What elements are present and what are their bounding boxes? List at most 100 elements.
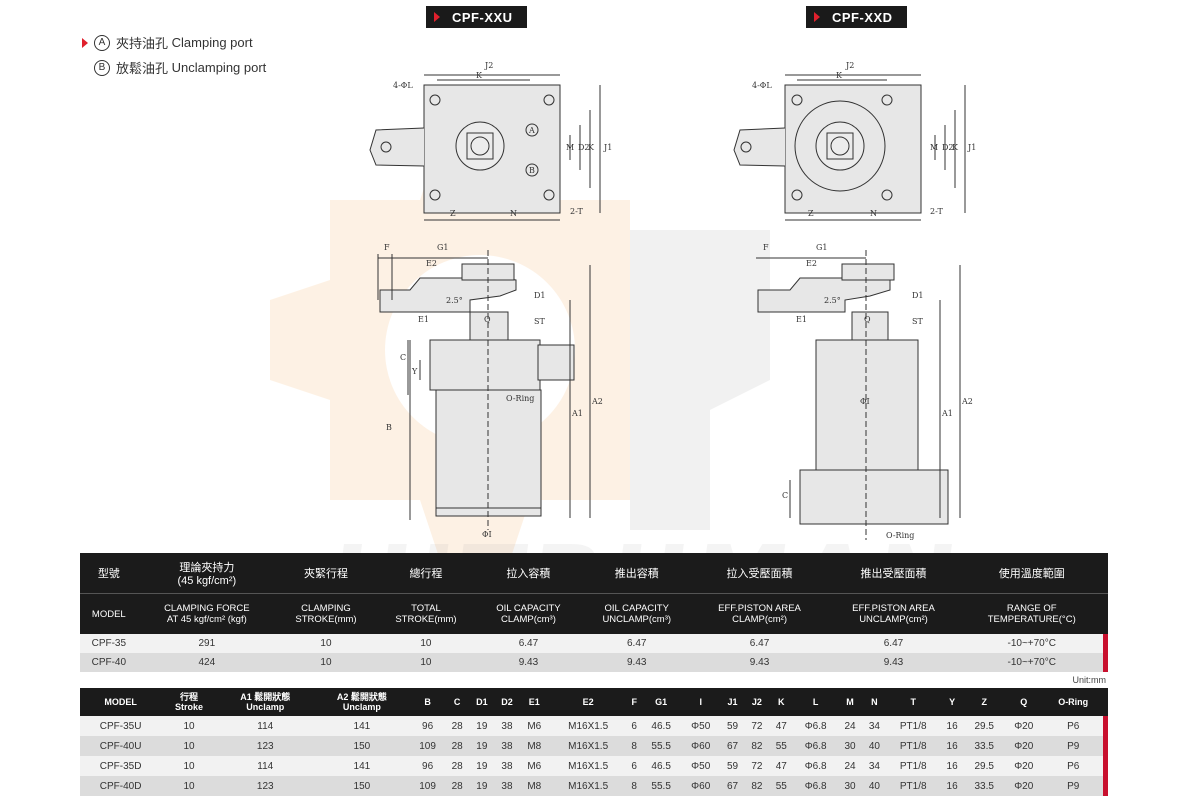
header-cell: D2 [494, 688, 520, 716]
dim-label: E2 [426, 259, 437, 268]
dim-label: K [836, 71, 843, 80]
header-cell: I [681, 688, 721, 716]
table-cell: M8 [519, 776, 550, 796]
header-cell: E2 [549, 688, 628, 716]
table-cell: 6.47 [692, 634, 827, 653]
table-cell: P6 [1043, 756, 1103, 776]
header-cell: 總行程 [375, 553, 476, 594]
dim-label: 2-T [930, 207, 944, 216]
table-cell: Φ20 [1004, 756, 1044, 776]
header-cell: 拉入容積 [475, 553, 581, 594]
table-cell: 67 [720, 736, 745, 756]
model-title-right: CPF-XXD [806, 6, 907, 28]
dim-label: F [384, 243, 390, 252]
header-accent-cell [1103, 553, 1108, 594]
table-cell: 10 [161, 776, 217, 796]
table-cell: 19 [469, 756, 495, 776]
header-cell: 推出受壓面積 [826, 553, 961, 594]
header-cell: D1 [469, 688, 495, 716]
table-cell: M16X1.5 [549, 716, 628, 736]
table-cell: M16X1.5 [549, 756, 628, 776]
table-cell: M16X1.5 [549, 736, 628, 756]
row-accent-bar [1103, 634, 1108, 653]
row-accent-bar [1103, 716, 1108, 736]
table-cell: 46.5 [641, 756, 682, 776]
table-cell: Φ20 [1004, 776, 1044, 796]
table-cell: 30 [837, 776, 863, 796]
table-cell: 6.47 [826, 634, 961, 653]
table-cell: Φ6.8 [793, 716, 838, 736]
header-cell: 使用溫度範圍 [960, 553, 1103, 594]
dim-label: E1 [418, 315, 429, 324]
table-cell: 30 [837, 736, 863, 756]
table-cell: 8 [627, 736, 642, 756]
dim-label: 2-T [570, 207, 584, 216]
table-cell: CPF-40D [80, 776, 162, 796]
table-cell: 150 [313, 736, 411, 756]
table-cell: -10~+70°C [960, 653, 1103, 672]
legend-unclamping-port: B 放鬆油孔 Unclamping port [82, 58, 266, 77]
table-cell: -10~+70°C [960, 634, 1103, 653]
table-cell: CPF-40 [80, 653, 138, 672]
dim-label: Q [484, 315, 491, 324]
table-cell: 19 [469, 776, 495, 796]
row-accent-bar [1103, 653, 1108, 672]
dim-label: A2 [591, 397, 603, 406]
table-cell: Φ60 [681, 736, 721, 756]
table-cell: 38 [494, 736, 520, 756]
dim-label: D2 [942, 143, 954, 152]
red-arrow-icon [82, 37, 88, 48]
table-cell: 19 [469, 736, 495, 756]
table-cell: Φ20 [1004, 716, 1044, 736]
dim-label: J1 [967, 143, 976, 152]
table-cell: 10 [161, 736, 217, 756]
table-cell: 10 [375, 653, 476, 672]
table-cell: Φ6.8 [793, 736, 838, 756]
header-accent-cell [1103, 593, 1108, 634]
dim-label: A2 [961, 397, 973, 406]
header-cell: B [410, 688, 445, 716]
table-cell: 34 [862, 756, 887, 776]
table-cell: Φ6.8 [793, 756, 838, 776]
table-cell: 28 [444, 736, 470, 756]
legend-clamping-port: A 夾持油孔 Clamping port [82, 33, 253, 52]
technical-drawing: J2 K 4-ΦL A B M D2 K J1 Z N 2-T J2 K 4-Φ… [369, 61, 976, 540]
table-cell: 28 [444, 756, 470, 776]
table-cell: Φ50 [681, 756, 721, 776]
table-cell: 6 [627, 756, 642, 776]
table-cell: 9.43 [475, 653, 581, 672]
header-cell: J2 [744, 688, 770, 716]
table-cell: P9 [1043, 736, 1103, 756]
table-cell: M8 [519, 736, 550, 756]
table-cell: 6.47 [475, 634, 581, 653]
header-accent-cell [1103, 688, 1108, 716]
header-cell: L [793, 688, 838, 716]
table-cell: PT1/8 [886, 756, 940, 776]
dim-label: ST [912, 317, 923, 326]
table-cell: 19 [469, 716, 495, 736]
table-cell: CPF-40U [80, 736, 162, 756]
dim-label: C [400, 353, 406, 362]
dim-label: B [529, 166, 535, 175]
table-cell: 109 [410, 736, 445, 756]
table-cell: 96 [410, 756, 445, 776]
table-cell: 114 [216, 716, 314, 736]
table-cell: 9.43 [580, 653, 693, 672]
header-cell: 型號 [80, 553, 138, 594]
dim-label: J2 [484, 61, 493, 70]
header-cell: K [769, 688, 794, 716]
table-cell: M6 [519, 716, 550, 736]
